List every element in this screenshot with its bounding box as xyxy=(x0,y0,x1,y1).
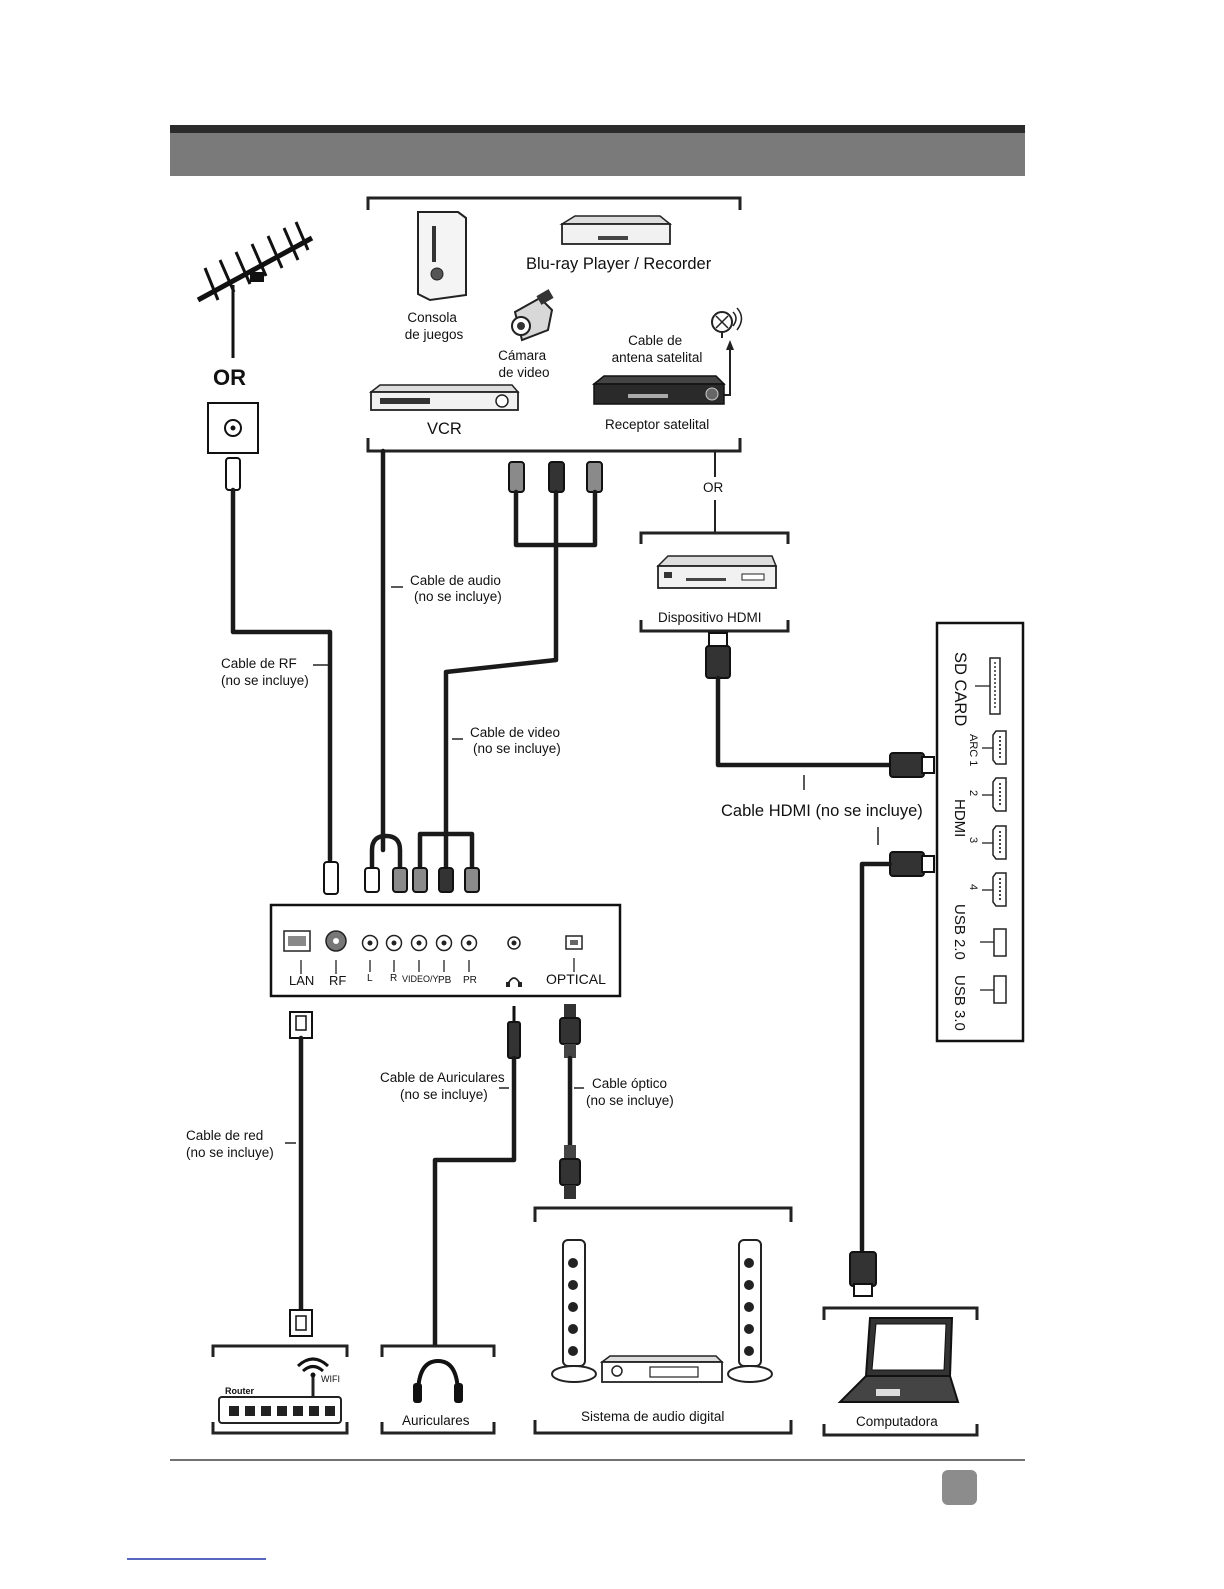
audio-system-label: Sistema de audio digital xyxy=(581,1409,724,1424)
port-video-y-label: VIDEO/Y xyxy=(402,974,439,984)
game-console-label: Consola de juegos xyxy=(405,310,464,342)
camcorder-line2: de video xyxy=(498,365,549,380)
network-cable-line1: Cable de red xyxy=(186,1128,263,1143)
router-label: Router xyxy=(225,1386,254,1396)
satellite-receiver-label: Receptor satelital xyxy=(605,417,709,432)
rf-cable xyxy=(225,457,339,895)
hdmi-cable-label: Cable HDMI (no se incluye) xyxy=(721,802,923,820)
bluray-label: Blu-ray Player / Recorder xyxy=(526,255,712,273)
tv-back-panel xyxy=(269,903,622,998)
usb2-port-icon xyxy=(993,928,1007,957)
computer-bracket xyxy=(822,1306,979,1437)
game-console-line1: Consola xyxy=(407,310,457,325)
hdmi-device-bracket xyxy=(639,531,790,633)
hdmi-group-label: HDMI xyxy=(951,799,968,837)
network-cable-line2: (no se incluye) xyxy=(186,1145,274,1160)
headphone-cable xyxy=(432,1006,521,1348)
laptop-icon xyxy=(837,1317,960,1403)
game-console-icon xyxy=(417,211,467,302)
optical-cable-line2: (no se incluye) xyxy=(586,1093,674,1108)
headphones-bracket xyxy=(380,1344,496,1435)
router-bracket xyxy=(211,1344,349,1435)
port-lan-label: LAN xyxy=(289,973,314,988)
hdmi-arc1-label: ARC 1 xyxy=(967,734,979,766)
port-pr-label: PR xyxy=(463,975,477,986)
usb3-port-icon xyxy=(993,975,1007,1004)
headphones-label: Auriculares xyxy=(402,1413,470,1428)
audio-cable-label: Cable de audio (no se incluye) xyxy=(410,573,505,604)
usb2-label: USB 2.0 xyxy=(951,904,968,960)
satellite-cable-line2: antena satelital xyxy=(612,350,703,365)
wifi-label: WIFI xyxy=(321,1374,340,1384)
hdmi-device-icon xyxy=(656,555,778,589)
audio-cable-line2: (no se incluye) xyxy=(414,589,502,604)
speaker-right-icon xyxy=(727,1239,773,1383)
port-optical-label: OPTICAL xyxy=(546,971,606,987)
hdmi-device-label: Dispositivo HDMI xyxy=(658,610,762,625)
tv-side-panel xyxy=(935,621,1025,1043)
headphones-cable-line2: (no se incluye) xyxy=(400,1087,488,1102)
page-number-badge xyxy=(942,1470,977,1505)
wifi-icon xyxy=(296,1357,330,1378)
video-cable-line1: Cable de video xyxy=(470,725,560,740)
hdmi-2-label: 2 xyxy=(967,790,979,796)
game-console-line2: de juegos xyxy=(405,327,464,342)
antenna-icon xyxy=(196,221,314,358)
video-cable-label: Cable de video (no se incluye) xyxy=(470,725,564,756)
optical-cable-line1: Cable óptico xyxy=(592,1076,667,1091)
speaker-left-icon xyxy=(551,1239,597,1383)
header-bar xyxy=(170,125,1025,176)
vcr-label: VCR xyxy=(427,420,462,438)
sd-card-label: SD CARD xyxy=(951,652,969,726)
antenna-or-label: OR xyxy=(213,365,246,390)
hdmi-3-label: 3 xyxy=(967,837,979,843)
headphones-cable-line1: Cable de Auriculares xyxy=(380,1070,505,1085)
port-l-label: L xyxy=(367,973,373,984)
wall-outlet-icon xyxy=(207,402,259,454)
or-hdmi-label: OR xyxy=(703,480,724,495)
bluray-player-icon xyxy=(559,215,673,245)
camcorder-line1: Cámara xyxy=(498,348,547,363)
video-cable-line2: (no se incluye) xyxy=(473,741,561,756)
audio-system-bracket xyxy=(533,1206,793,1435)
camcorder-label: Cámara de video xyxy=(498,348,550,380)
port-r-label: R xyxy=(390,973,397,984)
usb3-label: USB 3.0 xyxy=(951,975,968,1031)
rca-jacks xyxy=(361,934,478,952)
audio-receiver-icon xyxy=(599,1355,724,1383)
hdmi-port-icons xyxy=(982,730,1007,907)
satellite-cable-label: Cable de antena satelital xyxy=(612,333,703,365)
headphones-cable-label: Cable de Auriculares (no se incluye) xyxy=(380,1070,508,1102)
rf-cable-line2: (no se incluye) xyxy=(221,673,309,688)
hdmi-cable xyxy=(705,632,935,1297)
hdmi-4-label: 4 xyxy=(967,884,979,890)
vcr-icon xyxy=(368,384,520,411)
satellite-cable-line1: Cable de xyxy=(628,333,682,348)
rf-cable-label: Cable de RF (no se incluye) xyxy=(221,656,309,688)
port-rf-label: RF xyxy=(329,973,346,988)
computer-label: Computadora xyxy=(856,1414,938,1429)
video-cable xyxy=(412,461,603,893)
audio-cable xyxy=(364,448,408,893)
top-device-bracket xyxy=(366,196,742,453)
router-icon xyxy=(218,1375,342,1424)
camcorder-icon xyxy=(511,289,554,342)
network-cable xyxy=(289,1011,313,1337)
headphones-icon xyxy=(413,1358,463,1403)
network-cable-label: Cable de red (no se incluye) xyxy=(186,1128,274,1160)
optical-cable-label: Cable óptico (no se incluye) xyxy=(586,1076,674,1108)
audio-cable-line1: Cable de audio xyxy=(410,573,501,588)
optical-cable xyxy=(559,1004,581,1199)
satellite-receiver-icon xyxy=(591,375,726,405)
rf-cable-line1: Cable de RF xyxy=(221,656,297,671)
port-pb-label: PB xyxy=(438,975,452,986)
